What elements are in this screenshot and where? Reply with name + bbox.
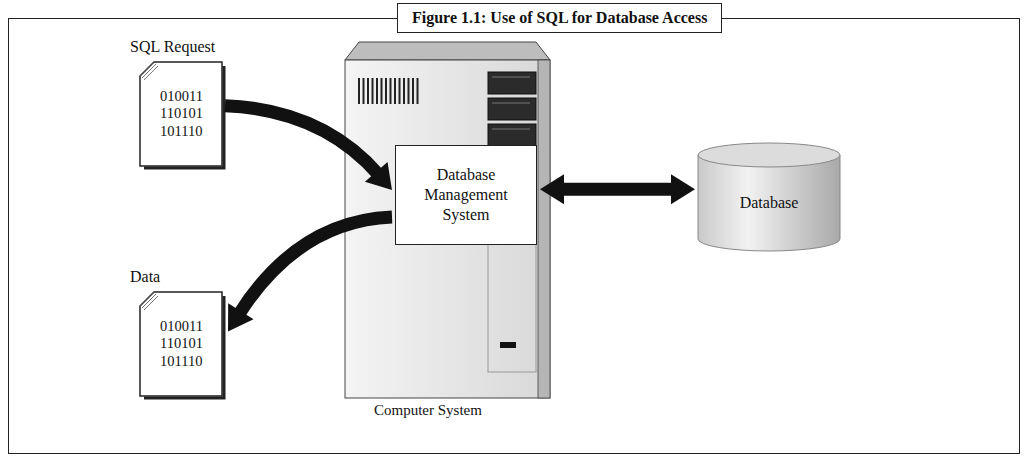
figure-title: Figure 1.1: Use of SQL for Database Acce… — [397, 3, 722, 33]
document-node: SQL Request010011 110101 101110 — [140, 62, 222, 166]
document-label: SQL Request — [130, 38, 215, 56]
process-label: Database Management System — [402, 165, 530, 225]
database-label: Database — [698, 194, 840, 212]
document-node: Data010011 110101 101110 — [140, 292, 222, 396]
binary-data: 010011 110101 101110 — [160, 318, 218, 370]
connector-arrow — [225, 106, 392, 190]
system-label: Computer System — [374, 402, 482, 419]
binary-data: 010011 110101 101110 — [160, 88, 218, 140]
computer-system: Computer SystemDatabase Management Syste… — [345, 42, 550, 398]
connector-arrow — [540, 174, 695, 204]
document-label: Data — [130, 268, 160, 286]
connector-arrow — [228, 217, 392, 332]
database-node: Database — [698, 143, 840, 251]
process-box: Database Management System — [395, 145, 537, 245]
